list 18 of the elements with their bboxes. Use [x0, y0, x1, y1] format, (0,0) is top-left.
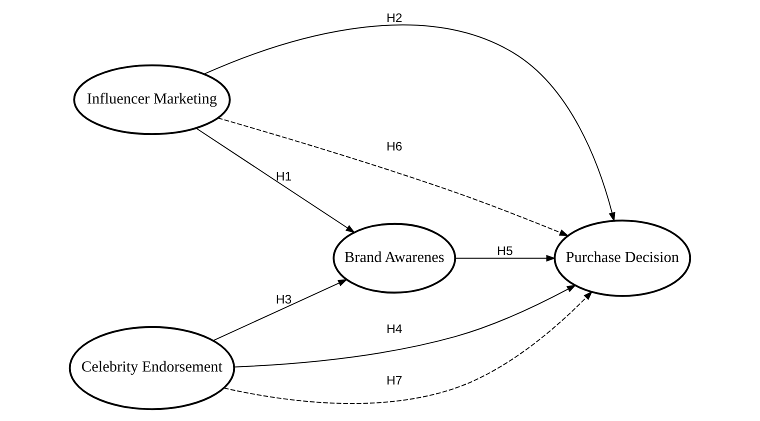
edge-label: H3	[276, 292, 292, 307]
edge-label: H7	[386, 374, 402, 388]
arrow	[212, 279, 348, 341]
node-ellipse: Influencer Marketing	[73, 64, 231, 136]
edge-label: H4	[386, 322, 402, 336]
edge-label: H2	[386, 10, 402, 25]
edge-label: H6	[386, 140, 402, 154]
node-ellipse: Celebrity Endorsement	[68, 326, 236, 410]
arrow	[218, 118, 569, 236]
arrow	[454, 254, 556, 262]
arrow	[234, 284, 576, 368]
arrow	[196, 128, 356, 234]
edge-label: H1	[276, 169, 292, 184]
arrow	[224, 290, 593, 404]
node-ellipse: Purchase Decision	[554, 220, 692, 297]
edge-label: H5	[497, 244, 513, 258]
arrow	[204, 24, 616, 222]
node-ellipse: Brand Awarenes	[332, 222, 456, 294]
